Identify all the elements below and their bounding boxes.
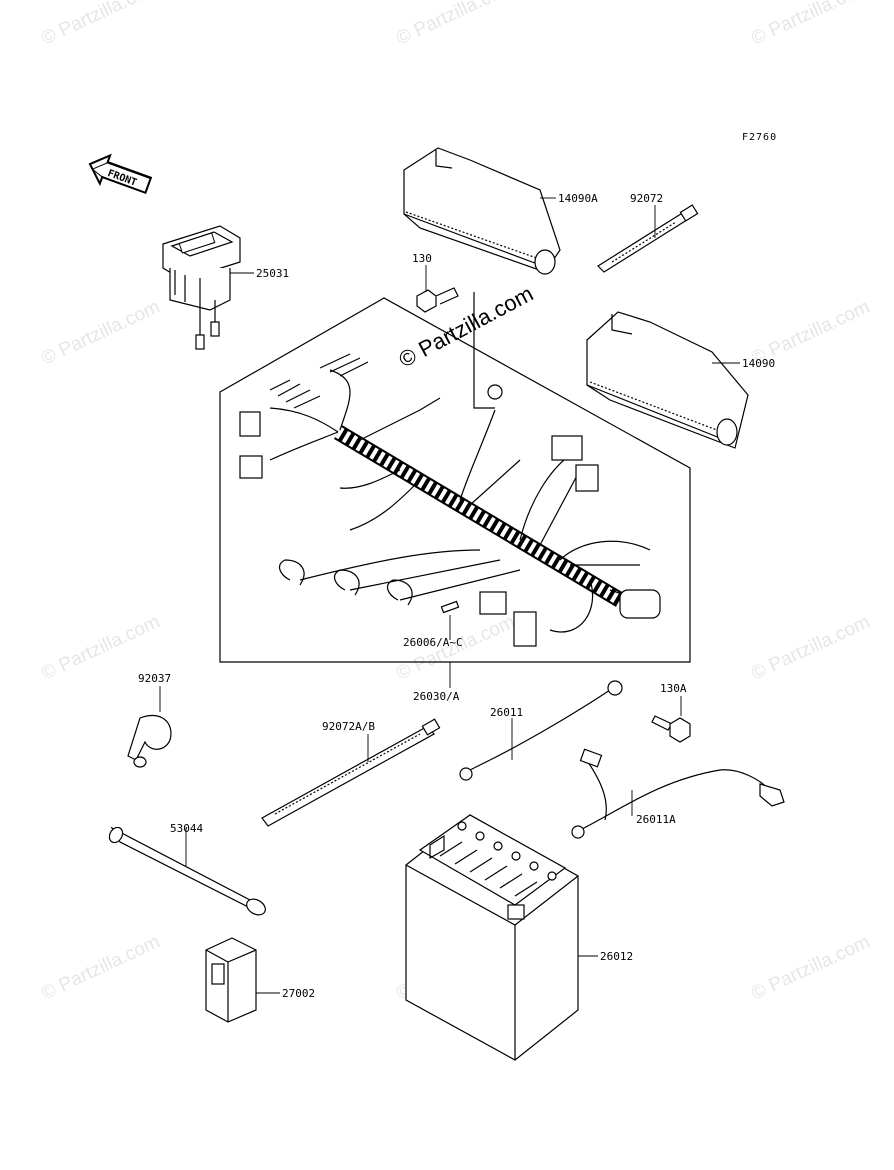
cable-tie-92072ab-part xyxy=(261,718,441,827)
callout-labels: 14090A 92072 130 25031 14090 26006/A~C 2… xyxy=(138,192,775,1000)
callout-26012: 26012 xyxy=(600,950,633,963)
battery-cable-26011a-part xyxy=(571,748,785,839)
callout-27002: 27002 xyxy=(282,987,315,1000)
callout-25031: 25031 xyxy=(256,267,289,280)
bg-watermark: © Partzilla.com xyxy=(748,0,873,50)
bg-watermark: © Partzilla.com xyxy=(38,931,163,1004)
bolt-130-part xyxy=(416,287,459,313)
callout-92072: 92072 xyxy=(630,192,663,205)
wiring-harness-part xyxy=(239,292,661,647)
callout-130a: 130A xyxy=(660,682,687,695)
battery-26012-part xyxy=(405,814,579,1061)
callout-53044: 53044 xyxy=(170,822,203,835)
cable-tie-92072-part xyxy=(597,204,699,273)
bg-watermark: © Partzilla.com xyxy=(393,0,518,50)
bg-watermark: © Partzilla.com xyxy=(748,931,873,1004)
callout-14090: 14090 xyxy=(742,357,775,370)
callout-26011a: 26011A xyxy=(636,813,676,826)
bolt-130a-part xyxy=(651,715,691,743)
callout-26030: 26030/A xyxy=(413,690,460,703)
leader-lines xyxy=(159,197,740,994)
bg-watermark: © Partzilla.com xyxy=(38,0,163,50)
battery-cable-26011-part xyxy=(459,680,623,781)
tube-53044-part xyxy=(108,826,266,916)
bg-watermark: © Partzilla.com xyxy=(748,611,873,684)
callout-26006: 26006/A~C xyxy=(403,636,463,649)
center-watermark: © Partzilla.com xyxy=(395,281,538,373)
callout-26011: 26011 xyxy=(490,706,523,719)
front-arrow-icon: FRONT xyxy=(88,153,153,195)
figure-code: F2760 xyxy=(742,132,777,143)
cover-14090a-part xyxy=(403,147,561,275)
cover-14090-part xyxy=(586,311,749,449)
bg-watermark: © Partzilla.com xyxy=(38,296,163,369)
callout-92072ab: 92072A/B xyxy=(322,720,375,733)
hour-meter-part xyxy=(162,225,241,350)
harness-frame xyxy=(219,297,691,663)
callout-14090a: 14090A xyxy=(558,192,598,205)
callout-130: 130 xyxy=(412,252,432,265)
callout-92037: 92037 xyxy=(138,672,171,685)
clamp-92037-part xyxy=(127,714,172,768)
relay-27002-part xyxy=(205,937,257,1023)
